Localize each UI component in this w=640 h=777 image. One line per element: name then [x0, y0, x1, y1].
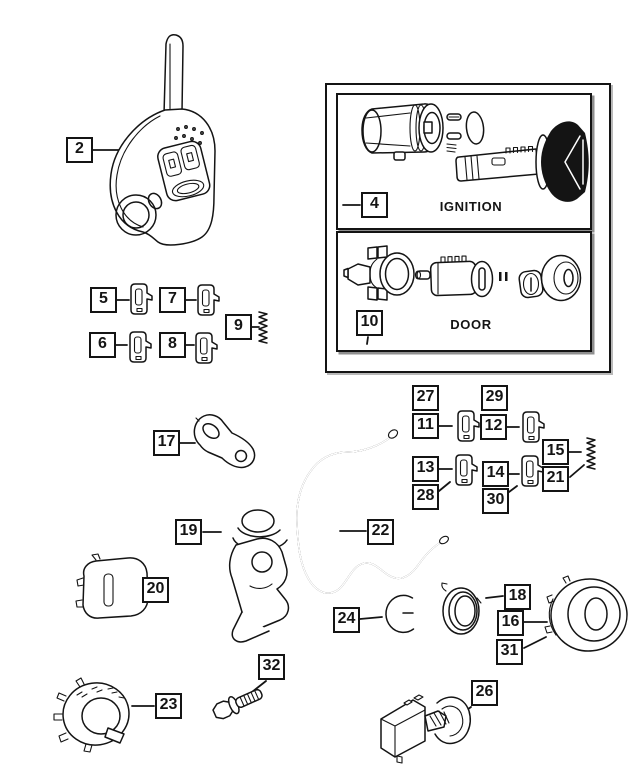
callout-30[interactable]: 30	[482, 488, 509, 514]
door-panel-label: DOOR	[450, 317, 492, 332]
ignition-lock-set-drawing	[361, 103, 589, 202]
callout-27[interactable]: 27	[412, 385, 439, 411]
lock-housing-shroud-drawing	[228, 509, 290, 643]
callout-11[interactable]: 11	[412, 413, 439, 439]
callout-16[interactable]: 16	[497, 610, 524, 636]
e-clip-drawing	[385, 594, 415, 634]
callout-32[interactable]: 32	[258, 654, 285, 680]
door-panel	[336, 231, 592, 352]
coil-spring-drawing	[441, 582, 482, 635]
callout-21[interactable]: 21	[542, 466, 569, 492]
callout-4[interactable]: 4	[361, 192, 388, 218]
callout-20[interactable]: 20	[142, 577, 169, 603]
immobilizer-ring-drawing	[53, 677, 130, 753]
latch-assembly-drawing	[380, 694, 471, 764]
callout-24[interactable]: 24	[333, 607, 360, 633]
callout-29[interactable]: 29	[481, 385, 508, 411]
callout-6[interactable]: 6	[89, 332, 116, 358]
switch-pad-drawing	[75, 553, 149, 619]
callout-5[interactable]: 5	[90, 287, 117, 313]
callout-10[interactable]: 10	[356, 310, 383, 336]
callout-12[interactable]: 12	[480, 414, 507, 440]
callout-31[interactable]: 31	[496, 639, 523, 665]
lever-bracket-drawing	[193, 414, 256, 469]
callout-13[interactable]: 13	[412, 456, 439, 482]
ignition-panel	[336, 93, 592, 230]
lock-cap-disc-drawing	[544, 575, 628, 652]
callout-28[interactable]: 28	[412, 484, 439, 510]
ignition-panel-label: IGNITION	[439, 199, 503, 214]
callout-2[interactable]: 2	[66, 137, 93, 163]
key-fob-drawing	[109, 33, 216, 246]
actuator-rod-drawing	[296, 429, 449, 594]
callout-15[interactable]: 15	[542, 439, 569, 465]
door-lock-set-drawing	[343, 245, 582, 302]
callout-19[interactable]: 19	[175, 519, 202, 545]
callout-26[interactable]: 26	[471, 680, 498, 706]
callout-8[interactable]: 8	[159, 332, 186, 358]
callout-22[interactable]: 22	[367, 519, 394, 545]
callout-9[interactable]: 9	[225, 314, 252, 340]
panel-frame	[325, 83, 611, 373]
callout-23[interactable]: 23	[155, 693, 182, 719]
callout-17[interactable]: 17	[153, 430, 180, 456]
callout-7[interactable]: 7	[159, 287, 186, 313]
callout-18[interactable]: 18	[504, 584, 531, 610]
callout-14[interactable]: 14	[482, 461, 509, 487]
hex-bolt-drawing	[212, 688, 263, 720]
leader-lines	[92, 149, 585, 716]
